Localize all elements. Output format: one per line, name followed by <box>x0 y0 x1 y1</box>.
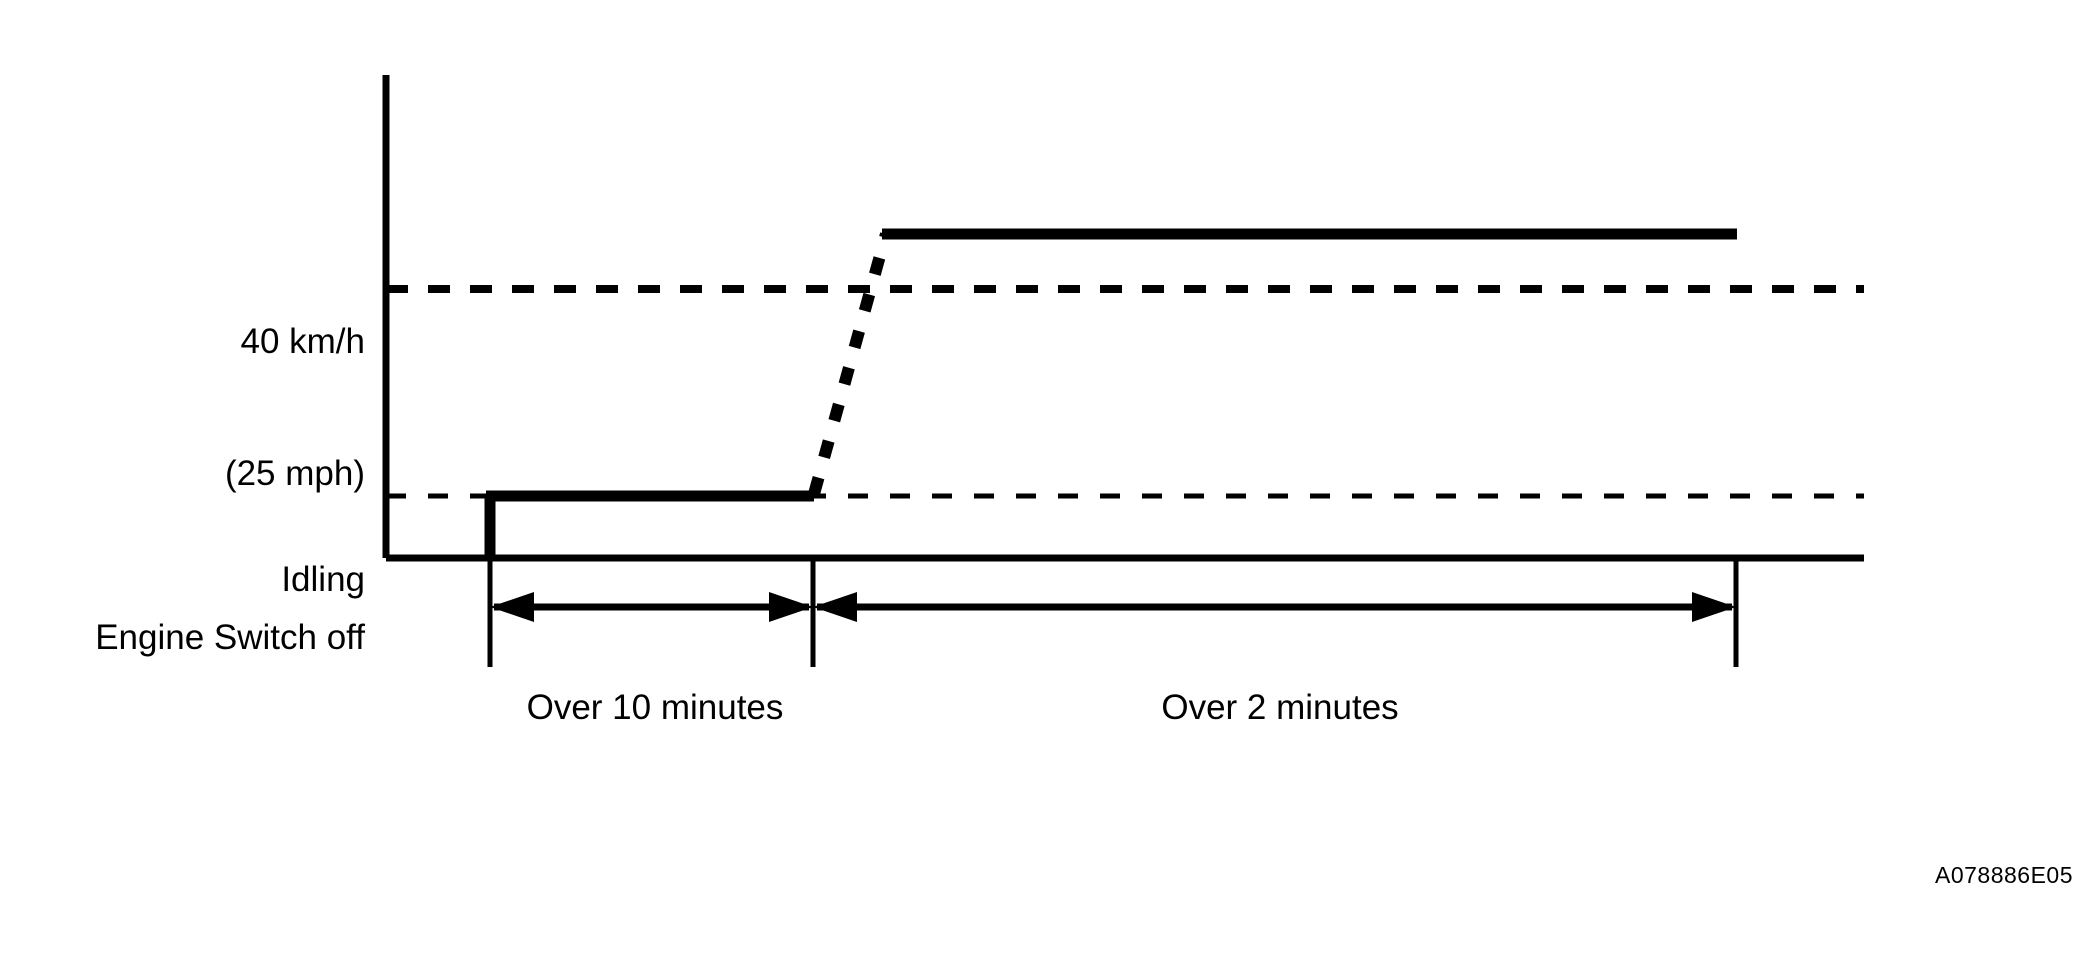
y-axis-label-speed-threshold: 40 km/h (25 mph) <box>60 232 365 584</box>
y-axis-label-engine-off: Engine Switch off <box>10 533 365 743</box>
y-axis-label-idling: Idling <box>60 475 365 685</box>
y-axis-label-speed-threshold-line2: (25 mph) <box>224 454 365 493</box>
duration-label-segment-idle: Over 10 minutes <box>526 688 784 727</box>
arrowhead-left-segment-idle <box>490 592 534 622</box>
arrowhead-left-segment-drive <box>813 592 857 622</box>
arrowhead-right-segment-drive <box>1692 592 1736 622</box>
signal-acceleration-ramp <box>808 232 892 496</box>
y-axis-label-idling-line1: Idling <box>281 560 365 599</box>
duration-label-segment-drive: Over 2 minutes <box>1161 688 1399 727</box>
y-axis-label-engine-off-line1: Engine Switch off <box>95 618 365 657</box>
arrowhead-right-segment-idle <box>769 592 813 622</box>
figure-reference-code: A078886E05 <box>1934 862 2073 888</box>
y-axis-label-speed-threshold-line1: 40 km/h <box>240 322 366 361</box>
